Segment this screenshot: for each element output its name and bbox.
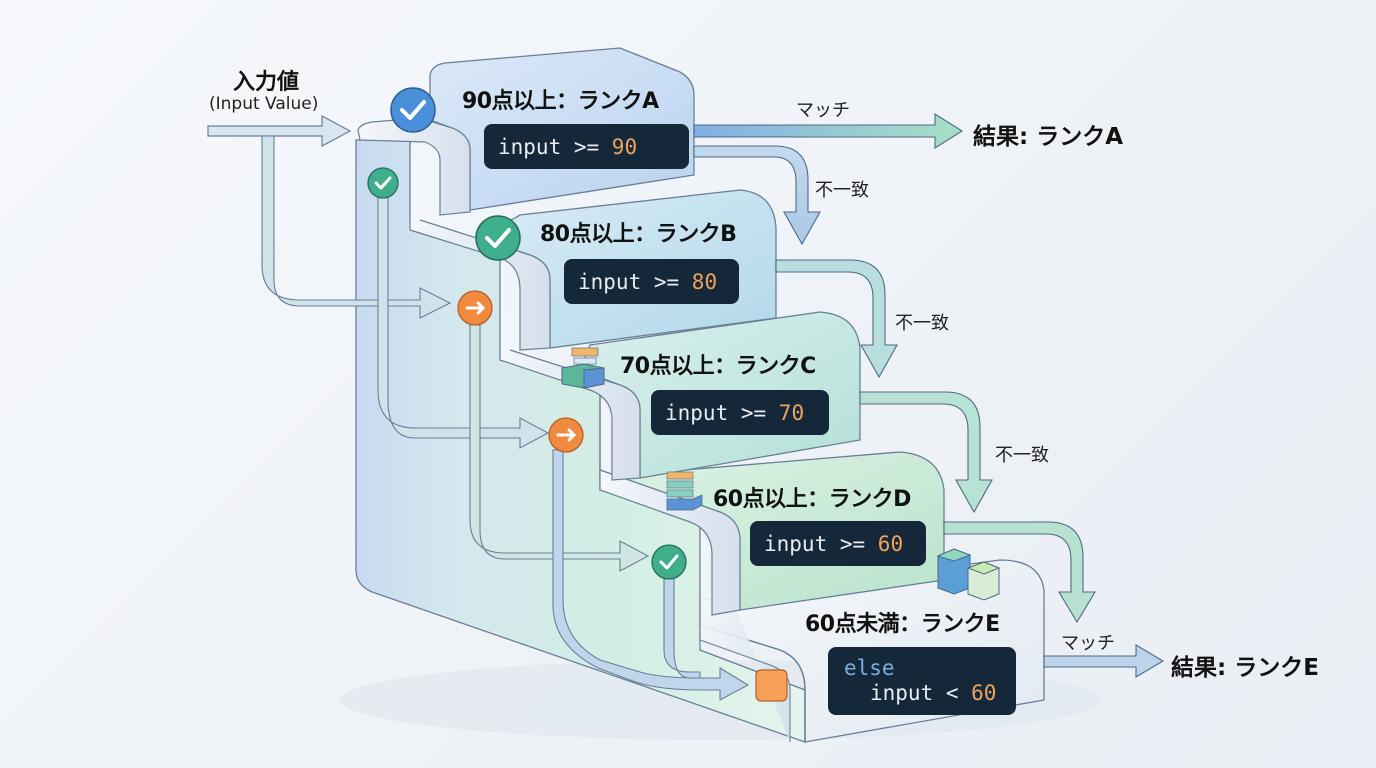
stacked-blocks-icon xyxy=(561,347,605,389)
mismatch-label-2: 不一致 xyxy=(895,313,949,334)
mismatch-label-3: 不一致 xyxy=(995,445,1049,466)
code-expression: input >= xyxy=(578,269,692,294)
step-b-check-icon xyxy=(475,215,521,261)
small-check-icon-2 xyxy=(651,544,687,580)
match-arrow-e xyxy=(1043,644,1165,678)
step-c-code: input >= 70 xyxy=(651,390,829,435)
code-line: input < 60 xyxy=(844,681,996,706)
step-a-check-icon xyxy=(390,87,436,133)
arrow-rail-2 xyxy=(552,449,750,701)
input-title: 入力値 xyxy=(233,70,300,95)
check-rail-2 xyxy=(663,577,701,679)
step-e-code: else input < 60 xyxy=(828,647,1016,715)
code-threshold: 60 xyxy=(971,681,997,705)
input-subtitle: (Input Value) xyxy=(209,94,319,114)
step-d-title: 60点以上：ランクD xyxy=(713,487,911,512)
orange-arrow-icon-2 xyxy=(548,417,584,453)
orange-square-icon xyxy=(755,669,788,702)
match-label-e: マッチ xyxy=(1061,633,1115,654)
step-b-code: input >= 80 xyxy=(564,259,739,304)
input-branch-arrow xyxy=(261,135,452,319)
small-check-icon xyxy=(367,167,399,199)
mismatch-arrow-4 xyxy=(943,521,1096,624)
step-e-title: 60点未満：ランクE xyxy=(805,612,1000,637)
code-expression: input < xyxy=(870,681,972,705)
result-rank-e: 結果: ランクE xyxy=(1171,655,1319,681)
code-expression: input >= xyxy=(764,531,878,556)
orange-arrow-icon-1 xyxy=(457,290,493,326)
result-rank-a: 結果: ランクA xyxy=(973,124,1124,150)
mismatch-arrow-1 xyxy=(693,145,821,246)
code-keyword: else xyxy=(844,656,895,680)
code-threshold: 70 xyxy=(778,400,805,425)
layer-stack-icon xyxy=(666,471,703,511)
mismatch-arrow-3 xyxy=(859,391,993,514)
input-arrow xyxy=(207,114,352,148)
arrow-rail-1 xyxy=(469,321,650,572)
mismatch-label-1: 不一致 xyxy=(815,180,869,201)
check-rail-1 xyxy=(377,194,550,449)
step-c-title: 70点以上：ランクC xyxy=(620,354,816,379)
step-b-title: 80点以上：ランクB xyxy=(540,222,737,247)
match-label-a: マッチ xyxy=(796,100,850,121)
code-threshold: 80 xyxy=(691,269,718,294)
code-expression: input >= xyxy=(665,400,779,425)
match-arrow-a xyxy=(693,113,964,149)
mismatch-arrow-2 xyxy=(775,259,898,379)
step-a-title: 90点以上：ランクA xyxy=(462,89,659,114)
step-d-code: input >= 60 xyxy=(750,521,926,566)
cube-pair-icon xyxy=(936,548,1001,601)
code-threshold: 90 xyxy=(611,134,638,159)
code-threshold: 60 xyxy=(877,531,904,556)
code-expression: input >= xyxy=(498,134,612,159)
step-a-code: input >= 90 xyxy=(484,124,689,169)
